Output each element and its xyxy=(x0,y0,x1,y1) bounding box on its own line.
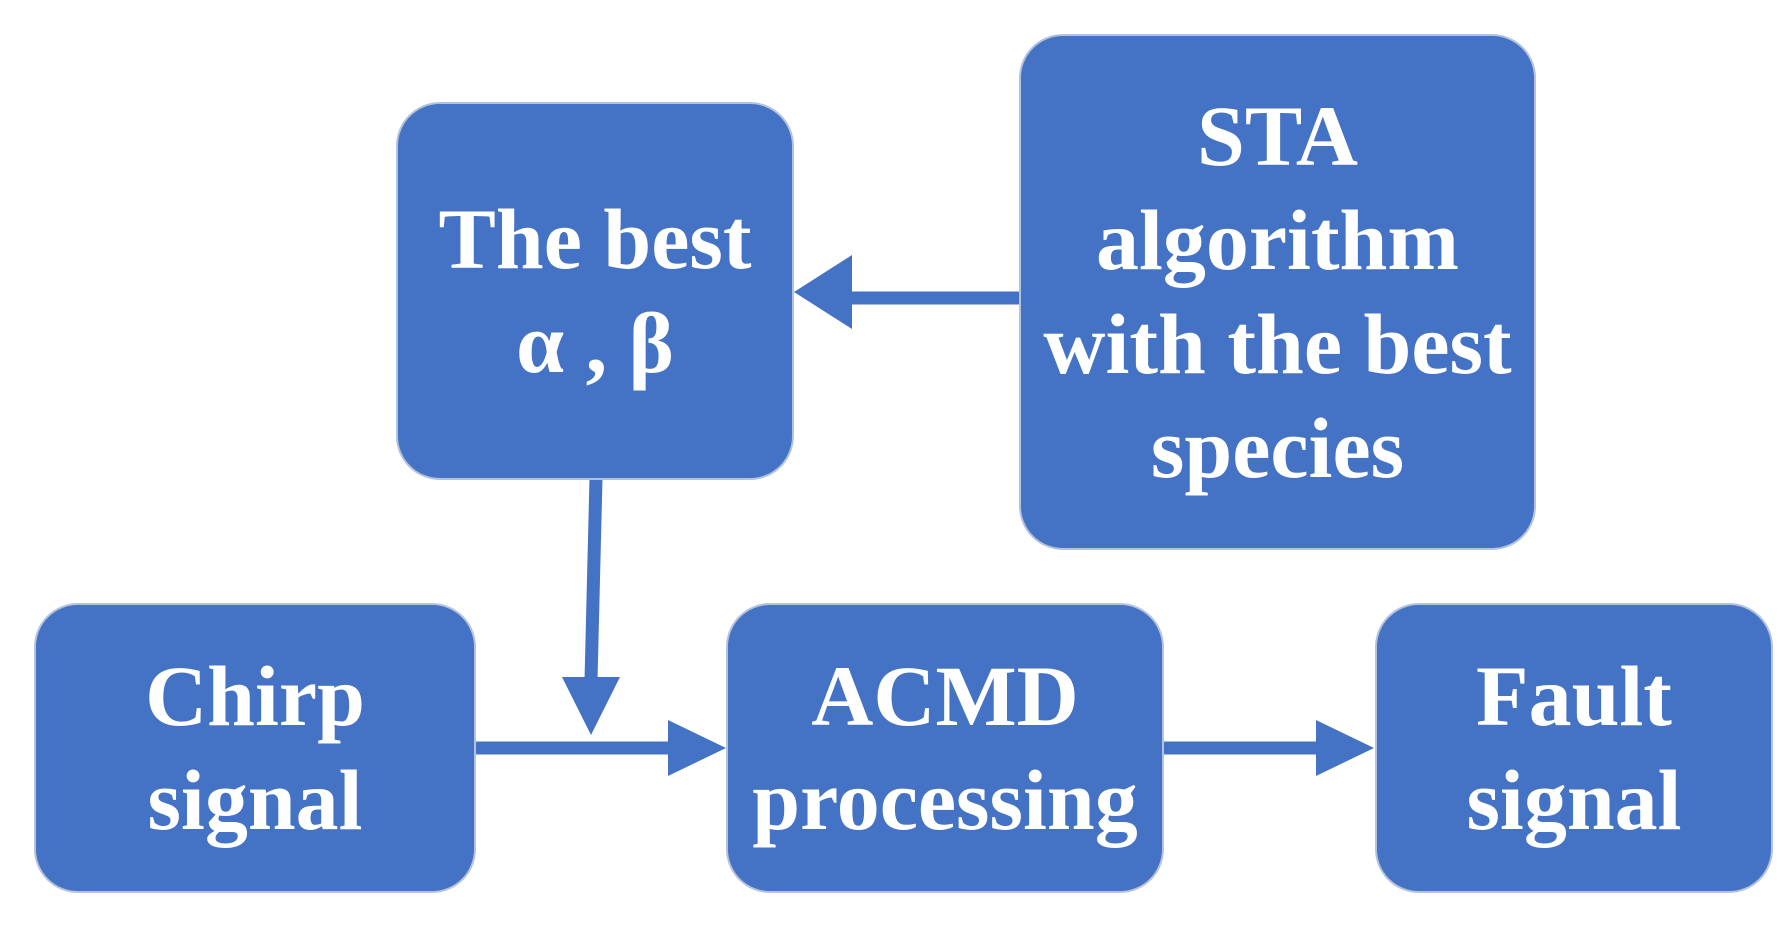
arrow-acmd-to-fault xyxy=(1162,720,1374,776)
node-sta-line2: algorithm xyxy=(1095,192,1460,288)
arrow-best-to-acmd xyxy=(562,477,620,735)
node-fault-line2: signal xyxy=(1466,752,1682,848)
node-acmd-processing: ACMD processing xyxy=(726,603,1164,893)
node-fault-signal: Fault signal xyxy=(1375,603,1773,893)
node-best-params-line1: The best xyxy=(438,191,752,287)
node-sta-line3: with the best xyxy=(1043,296,1512,392)
node-best-params-line2: α , β xyxy=(516,295,674,391)
node-sta-line4: species xyxy=(1150,400,1405,496)
node-chirp-line1: Chirp xyxy=(145,648,365,744)
node-chirp-signal: Chirp signal xyxy=(34,603,476,893)
arrow-sta-to-best xyxy=(794,255,1020,329)
node-sta-line1: STA xyxy=(1197,88,1358,184)
node-chirp-line2: signal xyxy=(147,752,363,848)
node-sta-algorithm: STA algorithm with the best species xyxy=(1019,34,1536,550)
node-acmd-line1: ACMD xyxy=(811,648,1079,744)
arrow-chirp-to-acmd xyxy=(474,720,726,776)
node-best-params: The best α , β xyxy=(396,102,794,480)
node-fault-line1: Fault xyxy=(1476,648,1672,744)
node-acmd-line2: processing xyxy=(752,752,1138,848)
